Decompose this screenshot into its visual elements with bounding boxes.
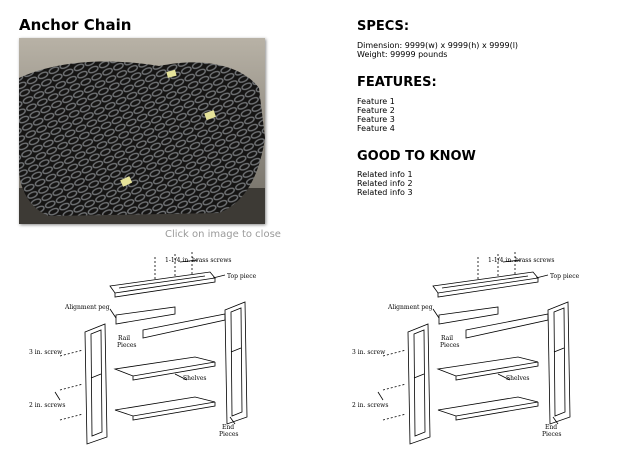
features-list: Feature 1 Feature 2 Feature 3 Feature 4 bbox=[357, 97, 395, 133]
assembly-diagram-left: 1-1/4 in. brass screws Top piece Alignme… bbox=[15, 252, 285, 452]
feature-item: Feature 2 bbox=[357, 106, 395, 115]
feature-item: Feature 4 bbox=[357, 124, 395, 133]
feature-item: Feature 1 bbox=[357, 97, 395, 106]
label-alignment-peg: Alignment peg bbox=[64, 304, 110, 311]
label-alignment-peg: Alignment peg bbox=[387, 304, 433, 311]
label-rail-pieces: Pieces bbox=[440, 342, 460, 349]
label-end: End bbox=[545, 424, 557, 431]
related-info-item: Related info 1 bbox=[357, 170, 413, 179]
specs-heading: SPECS: bbox=[357, 19, 410, 34]
label-brass-screws: 1-1/4 in. brass screws bbox=[165, 257, 231, 264]
image-close-hint[interactable]: Click on image to close bbox=[165, 229, 281, 240]
label-top-piece: Top piece bbox=[227, 273, 257, 280]
label-end-pieces: Pieces bbox=[219, 431, 239, 438]
label-rail: Rail bbox=[118, 335, 130, 342]
label-3in-screw: 3 in. screw bbox=[352, 349, 386, 356]
good-to-know-list: Related info 1 Related info 2 Related in… bbox=[357, 170, 413, 197]
good-to-know-heading: GOOD TO KNOW bbox=[357, 149, 476, 164]
features-heading: FEATURES: bbox=[357, 75, 437, 90]
feature-item: Feature 3 bbox=[357, 115, 395, 124]
product-image[interactable] bbox=[19, 38, 265, 224]
assembly-diagram-right: 1-1/4 in. brass screws Top piece Alignme… bbox=[338, 252, 608, 452]
label-2in-screws: 2 in. screws bbox=[29, 402, 65, 409]
label-top-piece: Top piece bbox=[550, 273, 580, 280]
label-2in-screws: 2 in. screws bbox=[352, 402, 388, 409]
label-end-pieces: Pieces bbox=[542, 431, 562, 438]
label-rail-pieces: Pieces bbox=[117, 342, 137, 349]
product-title: Anchor Chain bbox=[19, 16, 132, 34]
label-shelves: Shelves bbox=[506, 375, 529, 382]
label-end: End bbox=[222, 424, 234, 431]
spec-dimension: Dimension: 9999(w) x 9999(h) x 9999(l) bbox=[357, 41, 519, 50]
related-info-item: Related info 2 bbox=[357, 179, 413, 188]
spec-weight: Weight: 99999 pounds bbox=[357, 50, 448, 59]
label-brass-screws: 1-1/4 in. brass screws bbox=[488, 257, 554, 264]
label-shelves: Shelves bbox=[183, 375, 206, 382]
label-rail: Rail bbox=[441, 335, 453, 342]
related-info-item: Related info 3 bbox=[357, 188, 413, 197]
anchor-chain-photo bbox=[19, 38, 265, 224]
label-3in-screw: 3 in. screw bbox=[29, 349, 63, 356]
specs-list: Dimension: 9999(w) x 9999(h) x 9999(l) W… bbox=[357, 41, 518, 59]
